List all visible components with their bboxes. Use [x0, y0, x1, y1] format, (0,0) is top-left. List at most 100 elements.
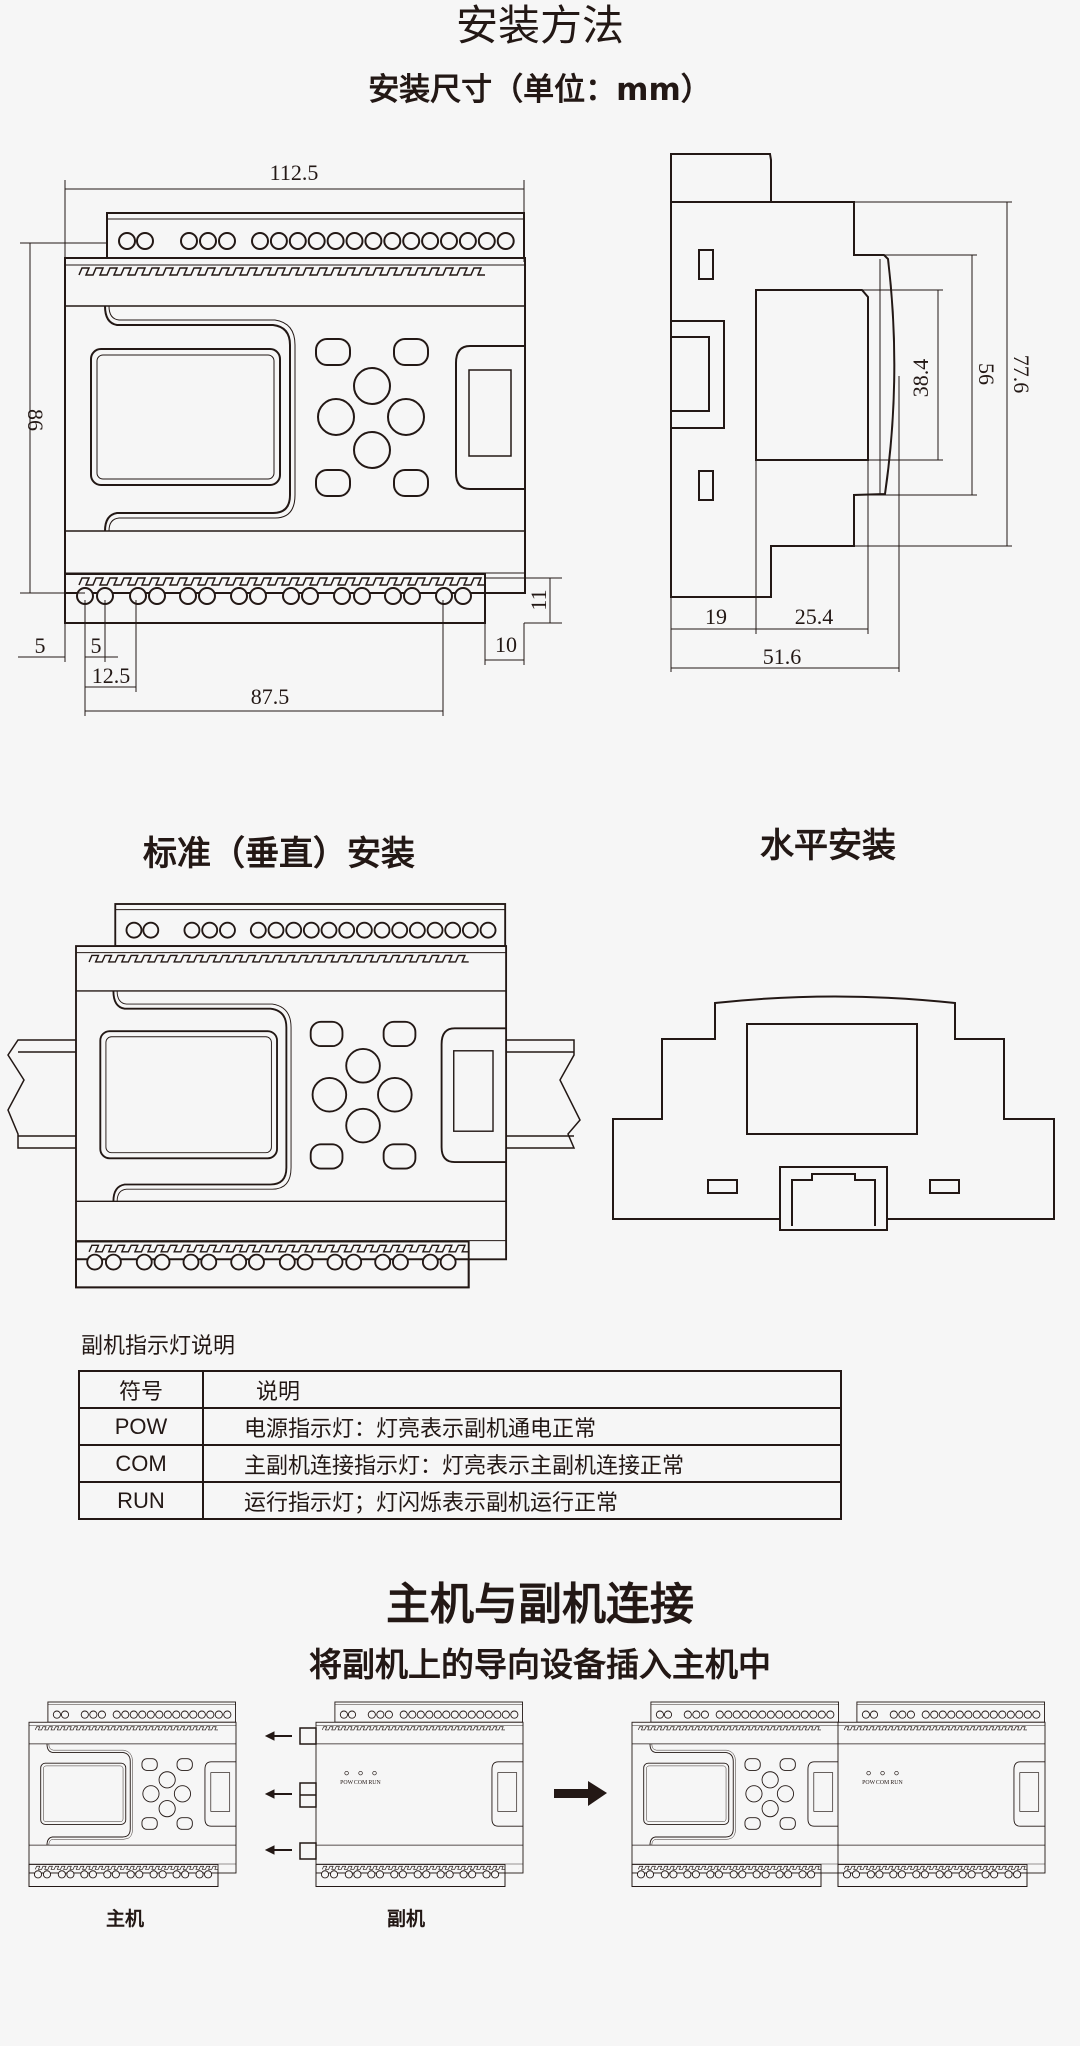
side-view-dimensions: [670, 201, 1012, 672]
terminal-screw: [97, 1710, 106, 1719]
terminal-screw: [445, 1870, 454, 1879]
nav-key: [158, 1771, 176, 1789]
row-description: 运行指示灯；灯闪烁表示副机运行正常: [202, 1481, 842, 1520]
terminal-screw: [989, 1710, 998, 1719]
nav-key: [345, 1047, 381, 1084]
terminal-screw: [214, 1710, 223, 1719]
terminal-screw: [906, 1710, 915, 1719]
lcd-screen: [40, 1762, 127, 1825]
led-label: POW: [340, 1780, 353, 1786]
led-indicator: [866, 1770, 871, 1776]
terminal-screw: [496, 232, 515, 250]
terminal-screw: [947, 1710, 956, 1719]
side-view: [670, 153, 896, 598]
terminal-screw: [663, 1710, 673, 1719]
terminal-screw: [930, 1710, 939, 1719]
terminal-screw: [248, 1253, 265, 1271]
terminal-screw: [958, 1870, 967, 1879]
terminal-screw: [52, 1710, 61, 1719]
dim-first-pitch: 12.5: [92, 663, 131, 688]
terminal-screw: [972, 1710, 981, 1719]
terminal-screw: [249, 921, 267, 939]
nav-key: [745, 1785, 763, 1803]
function-key: [779, 1758, 796, 1771]
terminal-screw: [367, 1870, 376, 1879]
table-row: POW 电源指示灯：灯亮表示副机通电正常: [78, 1407, 842, 1446]
terminal-screw: [383, 232, 402, 250]
dim-total-height: 77.6: [1009, 355, 1034, 394]
function-key: [779, 1817, 796, 1830]
terminal-screw: [435, 587, 453, 605]
terminal-screw: [454, 587, 472, 605]
indicator-table: 符号 说明 POW 电源指示灯：灯亮表示副机通电正常 COM 主副机连接指示灯：…: [78, 1370, 842, 1520]
terminal-screw: [180, 232, 198, 250]
terminal-screw: [729, 1870, 738, 1879]
function-key: [176, 1817, 193, 1830]
terminal-screw: [320, 1870, 330, 1879]
terminal-screw: [408, 1710, 417, 1719]
nav-key: [353, 431, 391, 469]
terminal-screw: [433, 1710, 442, 1719]
terminal-screw: [458, 232, 477, 250]
terminal-screw: [390, 1870, 399, 1879]
terminal-screw: [826, 1710, 835, 1719]
terminal-screw: [376, 1710, 385, 1719]
terminal-screw: [477, 232, 496, 250]
nav-key: [317, 398, 355, 436]
dim-pitch: 5: [91, 633, 102, 658]
terminal-screw: [80, 1710, 89, 1719]
terminal-screw: [998, 1710, 1007, 1719]
terminal-screw: [408, 921, 426, 939]
terminal-screw: [758, 1710, 767, 1719]
terminal-screw: [889, 1710, 898, 1719]
terminal-screw: [436, 1870, 445, 1879]
terminal-screw: [199, 232, 217, 250]
terminal-screw: [384, 587, 402, 605]
terminal-screw: [373, 921, 391, 939]
front-view-dimensions: [18, 180, 562, 716]
terminal-screw: [121, 1710, 130, 1719]
terminal-screw: [33, 1870, 43, 1879]
terminal-screw: [692, 1710, 701, 1719]
led-indicator: [894, 1770, 899, 1776]
table-row: COM 主副机连接指示灯：灯亮表示主副机连接正常: [78, 1444, 842, 1483]
terminal-screw: [333, 587, 351, 605]
terminal-screw: [57, 1870, 66, 1879]
terminal-screw: [86, 1253, 104, 1271]
terminal-screw: [875, 1870, 884, 1879]
plc-main-unit-on-rail: [75, 903, 508, 1289]
terminal-screw: [792, 1710, 801, 1719]
dim-total-depth: 51.6: [763, 644, 802, 669]
terminal-screw: [706, 1870, 715, 1879]
terminal-screw: [715, 1710, 724, 1719]
expansion-port: [440, 1027, 507, 1163]
arrow-left-icon: [264, 1845, 292, 1855]
terminal-screw: [440, 232, 458, 250]
terminal-screw: [482, 1870, 491, 1879]
terminal-screw: [851, 1870, 861, 1879]
terminal-screw: [251, 232, 269, 250]
section-title-vertical: 标准（垂直）安装: [143, 834, 415, 874]
terminal-screw: [42, 1870, 52, 1879]
nav-key: [377, 1076, 413, 1113]
terminal-screw: [219, 921, 236, 939]
terminal-screw: [374, 1253, 392, 1271]
terminal-screw: [112, 1710, 121, 1719]
vertical-install-device: [75, 903, 508, 1289]
terminal-screw: [353, 587, 371, 605]
function-key: [744, 1817, 761, 1830]
terminal-screw: [118, 232, 136, 250]
terminal-screw: [479, 921, 497, 939]
front-view: [64, 212, 526, 624]
terminal-screw: [136, 232, 154, 250]
terminal-screw: [700, 1710, 709, 1719]
section-title-horizontal: 水平安装: [760, 826, 896, 866]
function-key: [393, 338, 429, 366]
lcd-screen: [90, 348, 281, 486]
dim-inner-height: 38.4: [908, 359, 933, 398]
lcd-screen: [99, 1030, 278, 1160]
terminal-screw: [195, 1870, 204, 1879]
row-description: 主副机连接指示灯：灯亮表示主副机连接正常: [202, 1444, 842, 1483]
nav-key: [353, 367, 391, 405]
